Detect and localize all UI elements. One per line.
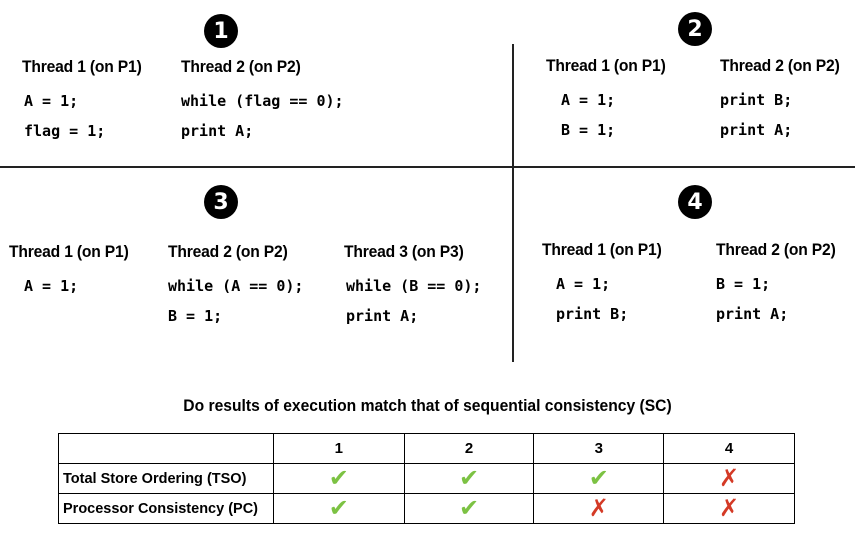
result-cell: ✔ — [403, 493, 535, 524]
result-cell: ✔ — [272, 493, 405, 524]
vertical-divider — [512, 44, 514, 362]
code-line: print A; — [346, 307, 419, 325]
table-header-row: 1 2 3 4 — [58, 433, 795, 464]
quadrant-number-badge: 3 — [204, 185, 238, 219]
table-row: Total Store Ordering (TSO) ✔ ✔ ✔ ✗ — [58, 463, 795, 494]
thread-title: Thread 1 (on P1) — [9, 242, 129, 261]
thread-title: Thread 1 (on P1) — [546, 56, 666, 75]
column-header: 4 — [663, 433, 795, 464]
quadrant-number-badge: 4 — [678, 185, 712, 219]
code-line: flag = 1; — [24, 122, 106, 140]
check-mark-icon: ✔ — [459, 464, 480, 492]
results-table: 1 2 3 4 Total Store Ordering (TSO) ✔ ✔ ✔… — [58, 433, 795, 524]
code-line: B = 1; — [561, 121, 616, 139]
code-line: A = 1; — [24, 92, 79, 110]
thread-title: Thread 2 (on P2) — [716, 240, 836, 259]
column-header: 2 — [403, 433, 535, 464]
cross-mark-icon: ✗ — [588, 494, 609, 522]
code-line: B = 1; — [716, 275, 771, 293]
quadrant-number-badge: 2 — [678, 12, 712, 46]
thread-title: Thread 3 (on P3) — [344, 242, 464, 261]
code-line: A = 1; — [556, 275, 611, 293]
code-line: print A; — [181, 122, 254, 140]
check-mark-icon: ✔ — [328, 464, 349, 492]
thread-title: Thread 2 (on P2) — [181, 57, 301, 76]
row-label: Processor Consistency (PC) — [58, 493, 274, 524]
code-line: B = 1; — [168, 307, 223, 325]
result-cell: ✗ — [663, 493, 795, 524]
result-cell: ✔ — [403, 463, 535, 494]
check-mark-icon: ✔ — [328, 494, 349, 522]
code-line: print B; — [556, 305, 629, 323]
column-header: 3 — [533, 433, 665, 464]
result-cell: ✔ — [533, 463, 665, 494]
code-line: A = 1; — [24, 277, 79, 295]
cross-mark-icon: ✗ — [719, 464, 740, 492]
column-header: 1 — [272, 433, 405, 464]
check-mark-icon: ✔ — [588, 464, 609, 492]
results-question: Do results of execution match that of se… — [183, 396, 672, 415]
result-cell: ✗ — [533, 493, 665, 524]
thread-title: Thread 1 (on P1) — [542, 240, 662, 259]
quadrant-number-badge: 1 — [204, 14, 238, 48]
code-line: print A; — [720, 121, 793, 139]
cross-mark-icon: ✗ — [719, 494, 740, 522]
code-line: while (A == 0); — [168, 277, 304, 295]
table-row: Processor Consistency (PC) ✔ ✔ ✗ ✗ — [58, 493, 795, 524]
horizontal-divider — [0, 166, 855, 168]
code-line: print B; — [720, 91, 793, 109]
result-cell: ✗ — [663, 463, 795, 494]
check-mark-icon: ✔ — [459, 494, 480, 522]
thread-title: Thread 2 (on P2) — [720, 56, 840, 75]
row-label: Total Store Ordering (TSO) — [58, 463, 274, 494]
code-line: while (B == 0); — [346, 277, 482, 295]
code-line: print A; — [716, 305, 789, 323]
thread-title: Thread 1 (on P1) — [22, 57, 142, 76]
code-line: A = 1; — [561, 91, 616, 109]
result-cell: ✔ — [272, 463, 405, 494]
empty-header-cell — [58, 433, 274, 464]
thread-title: Thread 2 (on P2) — [168, 242, 288, 261]
code-line: while (flag == 0); — [181, 92, 344, 110]
